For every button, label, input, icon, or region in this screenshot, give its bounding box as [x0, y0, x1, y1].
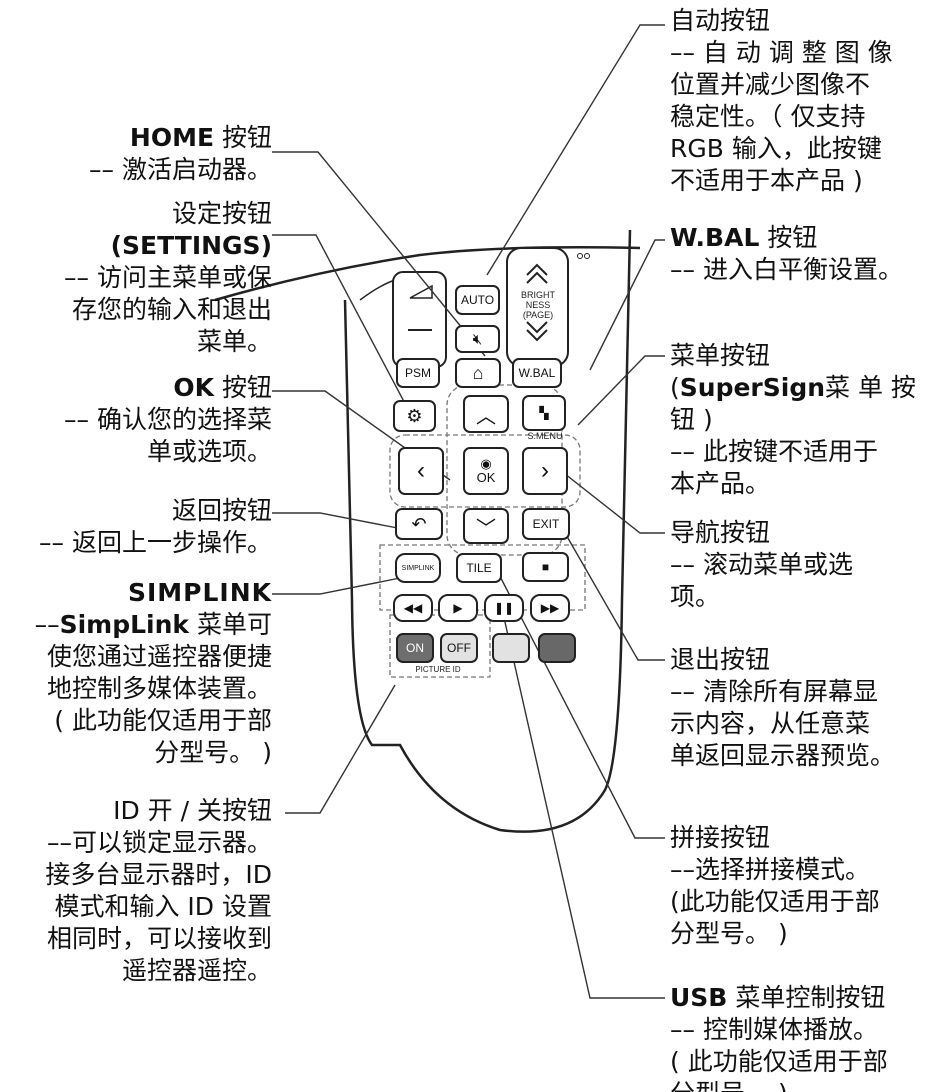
callout-auto: 自动按钮 –– 自 动 调 整 图 像 位置并减少图像不 稳定性。（ 仅支持 R…: [670, 6, 893, 195]
ok-dot-icon: ◉: [480, 456, 492, 471]
leader-exit: [564, 532, 665, 661]
callout-wbal: W.BAL 按钮 –– 进入白平衡设置。: [670, 223, 903, 284]
simplink-logo: SIMPLINK: [127, 578, 272, 607]
callout-menu: 菜单按钮 (SuperSign菜 单 按 钮 ) –– 此按键不适用于 本产品。: [670, 341, 916, 498]
ok-key-label: OK: [476, 470, 496, 485]
remote-body: [343, 229, 632, 833]
leader-id: [285, 684, 396, 814]
tile-key[interactable]: TILE: [456, 553, 502, 583]
forward-key[interactable]: ▶▶: [530, 594, 570, 622]
callout-usb: USB 菜单控制按钮 –– 控制媒体播放。 ( 此功能仅适用于部 分型号。 ): [670, 983, 888, 1092]
wbal-key[interactable]: W.BAL: [512, 358, 562, 388]
callout-exit: 退出按钮 –– 清除所有屏幕显 示内容，从任意菜 单返回显示器预览。: [670, 645, 896, 770]
callout-ok: OK 按钮 –– 确认您的选择菜 单或选项。: [64, 373, 272, 466]
back-key[interactable]: ↶: [395, 508, 443, 540]
play-key[interactable]: ▶: [438, 594, 478, 622]
brightness-key-label: BRIGHT NESS (PAGE): [520, 290, 555, 320]
blank-key-dark[interactable]: [538, 633, 576, 663]
left-key[interactable]: ‹: [398, 447, 444, 495]
callout-nav: 导航按钮 –– 滚动菜单或选 项。: [670, 518, 853, 611]
simplink-key[interactable]: SIMPLINK: [395, 553, 441, 583]
settings-key[interactable]: ⚙: [393, 400, 436, 432]
callout-tile: 拼接按钮 ––选择拼接模式。 (此功能仅适用于部 分型号。 ): [670, 823, 880, 948]
auto-key[interactable]: AUTO: [455, 285, 500, 315]
callout-simplink: SIMPLINK ––SimpLink 菜单可 使您通过遥控器便捷 地控制多媒体…: [34, 578, 272, 767]
pause-key[interactable]: ❚❚: [484, 594, 524, 622]
smenu-label: S.MENU: [527, 431, 563, 441]
leader-menu: [577, 355, 665, 426]
id-on-key[interactable]: ON: [396, 633, 434, 663]
rewind-key[interactable]: ◀◀: [393, 594, 433, 622]
callout-back: 返回按钮 –– 返回上一步操作。: [39, 496, 272, 557]
callout-home: HOME 按钮 –– 激活启动器。: [89, 123, 272, 184]
leader-wbal: [589, 239, 665, 371]
home-key[interactable]: ⌂: [455, 358, 501, 388]
direction-group: [389, 434, 581, 508]
leader-settings: [272, 234, 411, 414]
leader-home: [272, 151, 486, 357]
callout-id: ID 开 / 关按钮 ––可以锁定显示器。 接多台显示器时，ID 模式和输入 I…: [45, 796, 272, 985]
ok-key[interactable]: ◉OK: [463, 447, 509, 495]
usb-group: [379, 544, 586, 611]
exit-key[interactable]: EXIT: [522, 508, 570, 540]
mute-key[interactable]: 🔇︎: [455, 325, 500, 353]
stop-key[interactable]: ■: [522, 552, 569, 582]
leader-simplink: [272, 574, 416, 595]
smenu-key[interactable]: ▚: [522, 395, 566, 431]
picture-id-label: PICTURE ID: [415, 665, 461, 674]
up-key[interactable]: ︿: [463, 395, 509, 433]
leader-usb: [499, 599, 665, 999]
leader-nav: [559, 469, 665, 534]
id-off-key[interactable]: OFF: [440, 633, 478, 663]
psm-key[interactable]: PSM: [396, 358, 440, 388]
leader-back: [272, 512, 409, 531]
blank-key-light[interactable]: [492, 633, 530, 663]
leader-auto: [486, 24, 665, 276]
remote-top-curve: [214, 246, 641, 302]
callout-settings: 设定按钮 (SETTINGS) –– 访问主菜单或保 存您的输入和退出 菜单。: [64, 199, 272, 356]
down-key[interactable]: ﹀: [463, 508, 509, 544]
right-key[interactable]: ›: [522, 447, 568, 495]
